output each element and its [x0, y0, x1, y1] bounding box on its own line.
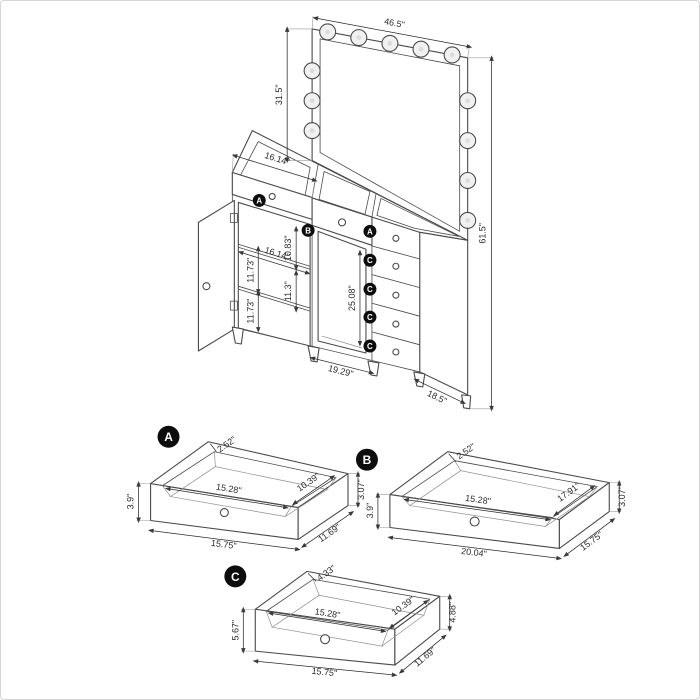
- mirror-glass: [319, 38, 461, 232]
- right-side-panel: [419, 231, 469, 396]
- dim-compartment-top: 10.83": [283, 235, 293, 261]
- drawer-knob: [392, 291, 400, 299]
- drawer-knob: [219, 507, 229, 518]
- light-bulb: [459, 171, 477, 190]
- dim-depth: 18.5": [426, 388, 449, 406]
- light-bulb: [303, 92, 321, 110]
- cabinet-door-open: [197, 199, 238, 352]
- dim-front-height: 3.9": [365, 503, 375, 519]
- drawer-marker: C: [363, 253, 377, 267]
- light-bulb: [459, 211, 477, 229]
- light-bulb: [459, 92, 477, 110]
- dim-mirror-width: 46.5": [383, 16, 405, 30]
- dim-outer-depth: 15.75": [578, 529, 605, 552]
- dim-center-width: 19.29": [327, 363, 354, 379]
- drawer-stack: [371, 234, 420, 356]
- dim-knee-space: 25.08": [347, 285, 357, 311]
- light-bulb: [459, 132, 477, 150]
- drawer-knob: [392, 320, 400, 328]
- dim-compartment-low: 11.3": [283, 281, 293, 301]
- drawer-knob: [320, 634, 331, 645]
- light-bulb: [381, 34, 399, 52]
- drawer-marker: A: [252, 193, 266, 207]
- drawer-marker: B: [301, 223, 315, 237]
- detail-badge: B: [355, 448, 378, 471]
- open-cubby: [317, 230, 367, 354]
- dim-back-height: 3.07": [356, 479, 366, 500]
- dim-inner-width: 15.28": [215, 482, 242, 496]
- detail-badge: C: [224, 565, 247, 588]
- dim-front-height: 5.67": [230, 620, 240, 641]
- leg: [367, 360, 380, 377]
- drawer-knob: [337, 218, 347, 227]
- light-bulb: [303, 122, 321, 140]
- drawer-knob: [392, 348, 400, 356]
- dim-back-height: 3.07": [617, 486, 627, 507]
- drawer-detail-a: A 15.28" 10.39" 2.52" 3.9" 3.07" 15.75" …: [126, 425, 366, 552]
- main-dimensions: 46.5" 31.5" 61.5" 16.14" 10.83" 11.73" 1…: [231, 15, 494, 412]
- door-hinge: [229, 212, 238, 223]
- door-panel: [197, 199, 235, 352]
- marker-label: A: [367, 227, 373, 236]
- door-knob: [202, 282, 211, 291]
- marker-label: A: [256, 196, 262, 205]
- light-bulb: [350, 29, 368, 47]
- light-bulb: [303, 62, 321, 80]
- dim-front-height: 3.9": [126, 494, 136, 510]
- badge-label: B: [363, 453, 372, 467]
- drawer-knob: [268, 192, 276, 200]
- drawer-detail-b: B 15.28" 17.91" 2.52" 3.9" 3.07" 20.04" …: [355, 441, 627, 561]
- drawer-marker: C: [363, 310, 377, 324]
- drawer-detail-c: C 15.28" 10.39" 4.33" 5.67" 4.88" 15.75"…: [224, 563, 458, 678]
- dim-total-height: 61.5": [478, 223, 488, 244]
- marker-label: C: [367, 342, 373, 351]
- leg: [461, 394, 472, 410]
- drawer-knob: [392, 262, 400, 270]
- dim-back-height: 4.88": [448, 602, 458, 623]
- dim-outer-width: 20.04": [461, 546, 488, 559]
- vanity-drawing: A B A C C C C 46.5" 31.5" 61.5" 16.14" 1…: [197, 15, 494, 412]
- dim-outer-width: 15.75": [311, 666, 338, 678]
- light-bulb: [319, 23, 337, 41]
- drawer-marker: A: [363, 224, 377, 238]
- leg: [231, 326, 244, 345]
- badge-label: C: [231, 570, 240, 584]
- badge-label: A: [164, 430, 173, 444]
- dim-inner-width: 15.28": [465, 493, 492, 506]
- drawer-markers: A B A C C C C: [252, 193, 377, 353]
- light-bulb: [443, 46, 461, 64]
- light-bulb: [412, 40, 430, 58]
- detail-badge: A: [157, 425, 180, 448]
- drawer-knob: [392, 234, 400, 242]
- dim-mirror-height: 31.5": [274, 84, 284, 105]
- marker-label: C: [367, 313, 373, 322]
- drawer-marker: C: [363, 339, 377, 353]
- dim-outer-width: 15.75": [210, 538, 237, 551]
- door-hinge: [229, 300, 238, 311]
- marker-label: B: [305, 226, 311, 235]
- dim-compartment-bottom: 11.73": [245, 299, 255, 324]
- leg: [413, 371, 426, 388]
- marker-label: C: [367, 285, 373, 294]
- marker-label: C: [367, 256, 373, 265]
- drawer-knob: [469, 516, 480, 527]
- dim-outer-depth: 11.69": [316, 522, 342, 544]
- dim-inner-width: 15.28": [314, 606, 341, 620]
- dim-compartment-mid: 11.73": [245, 258, 255, 283]
- drawer-marker: C: [363, 282, 377, 296]
